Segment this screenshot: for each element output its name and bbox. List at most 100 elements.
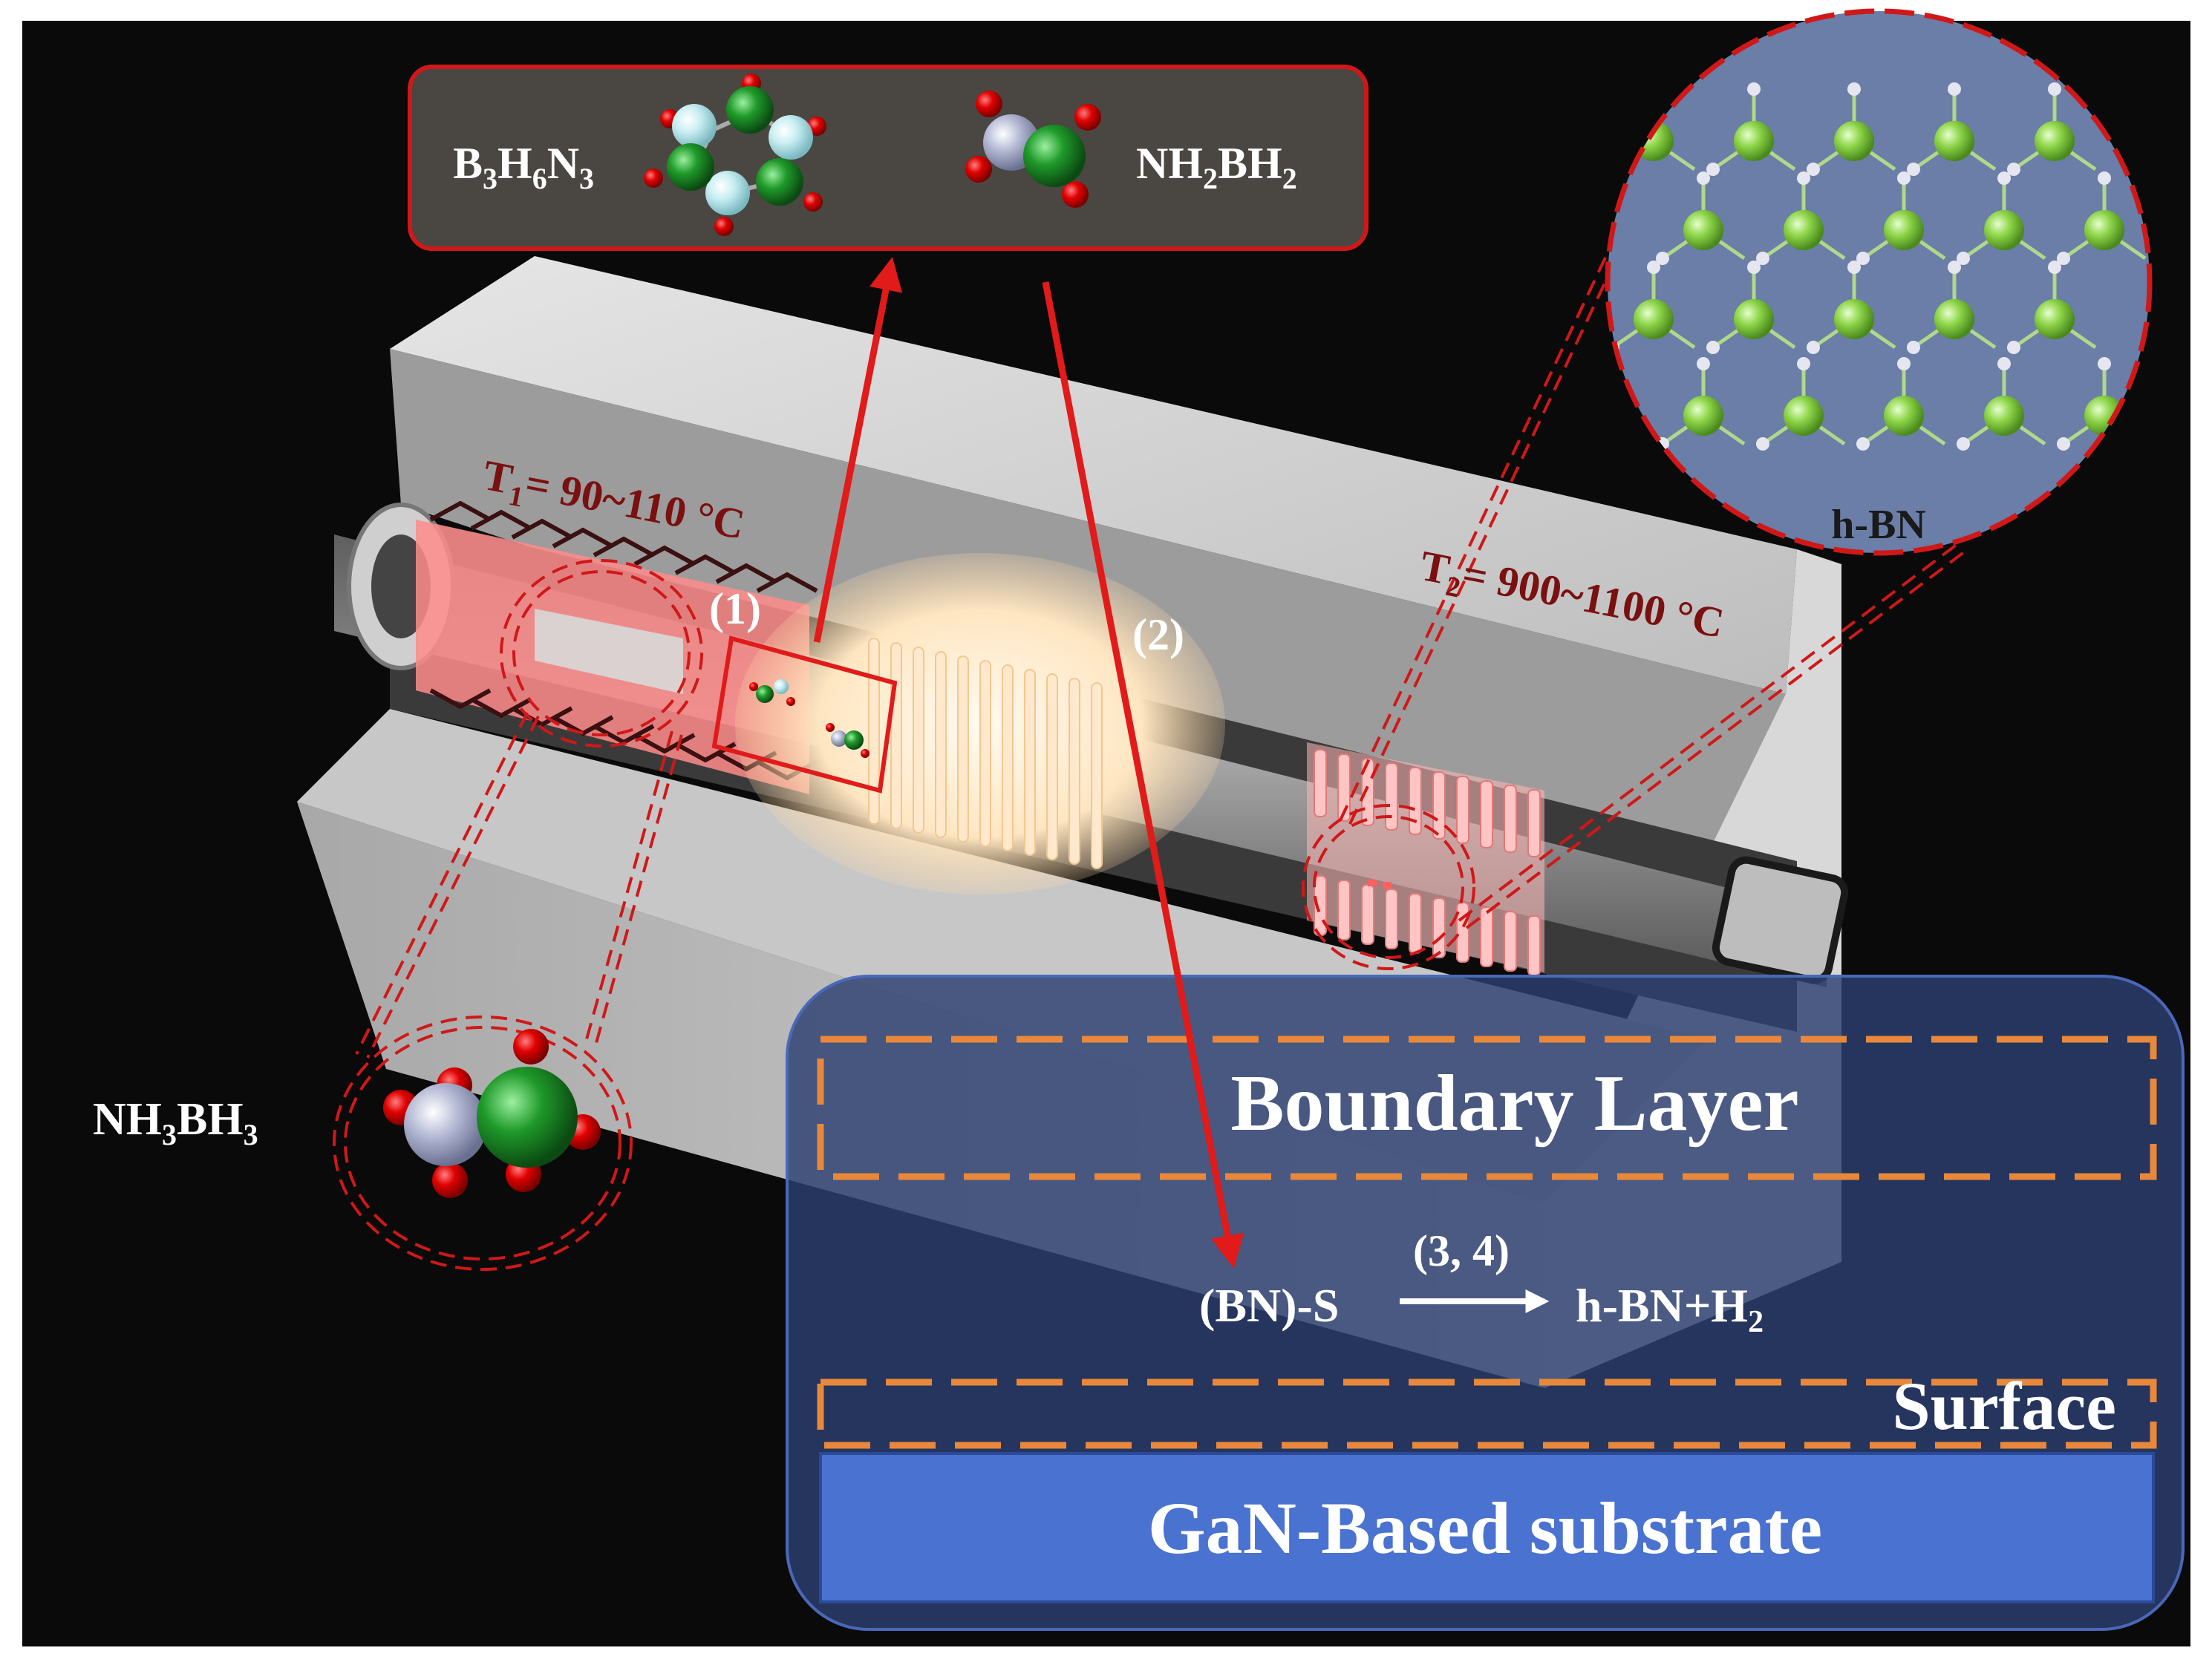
hbn-boron-atom [2084,210,2124,250]
hbn-boron-atom [1734,299,1774,339]
hbn-nitrogen-atom [2007,341,2020,354]
heater-t1-rib [470,509,532,531]
hbn-boron-atom [1834,299,1874,339]
hbn-nitrogen-atom [1697,357,1710,370]
hbn-nitrogen-atom [1656,252,1669,265]
hbn-nitrogen-atom [1997,171,2011,185]
borazine-b-2 [756,158,803,206]
heater-t1-rib [633,545,696,566]
heater-glow-rib [935,651,947,838]
hbn-nitrogen-atom [2098,357,2111,370]
heater-t2-rib-lower [1385,889,1398,949]
hbn-nitrogen-atom [1948,261,1961,274]
borazine-h-4 [803,192,823,212]
surface-label: Surface [1893,1368,2116,1444]
source-boat [535,609,683,694]
zoom-circle-deposition [1302,804,1475,970]
tube-inset-atom-b2 [844,730,864,750]
heater-t2-rib-upper [1480,780,1493,848]
tube-inset-box [711,635,898,794]
heater-zone-t2 [1307,742,1544,976]
heater-t2-rib-lower [1456,902,1469,963]
heater-glow-rib [890,642,902,829]
heater-t2-rib-upper [1314,749,1327,817]
heater-t2-ribs [1314,749,1541,976]
hbn-nitrogen-atom [1807,163,1820,176]
tube-inset-atom-h4 [861,749,870,758]
borazine-h-6 [644,169,663,188]
heater-t2-rib-lower [1480,906,1493,967]
ab-n [404,1083,487,1166]
heater-t1-rib [756,572,818,593]
aminoborane-molecule [965,91,1101,208]
heater-glow-rib [1091,682,1103,869]
hbn-nitrogen-atom [1706,163,1720,176]
hbn-nitrogen-atom [1897,171,1911,185]
callout-box [408,65,1368,251]
hbn-nitrogen-atom [1957,252,1970,265]
connector-source-precursor-2 [366,716,540,1059]
hbn-nitrogen-atom [1948,82,1961,96]
heater-t1-rib [674,554,737,575]
hbn-nitrogen-atom [2057,437,2070,451]
connector-deposition-hbn-1 [1339,244,1613,821]
hbn-nitrogen-atom [2057,252,2070,265]
heater-glow-rib [1046,673,1058,860]
hbn-boron-atom [1683,396,1723,436]
gas-species-callout: B3H6N3 [408,65,1368,251]
tube-end-cap-right [1712,856,1849,984]
heater-t2-rib-lower [1432,897,1446,958]
hbn-boron-atom [1784,210,1824,250]
borazine-n-2 [769,115,813,160]
hbn-boron-atom [1984,210,2024,250]
tube-molecule-inset [711,635,898,794]
heater-t1-rib-lower [633,733,696,754]
ammonia-borane-molecule [383,1029,601,1198]
deposition-spot-2 [1383,882,1392,889]
hbn-boron-atom [1984,396,2024,436]
b3h6n3-formula: B3H6N3 [453,139,594,195]
tube-inset-atom-h3 [826,723,835,732]
hbn-lattice-view: h-BN [1605,8,2153,556]
nh2bh2-formula: NH2BH2 [1136,139,1297,195]
hbn-nitrogen-atom [1797,171,1810,185]
aminoborane-h-1 [976,91,1002,117]
hbn-nitrogen-atom [2048,82,2061,96]
deposition-spot-1 [1368,880,1377,886]
reaction-right-text: h-BN+H2 [1576,1279,1764,1339]
tube-inset-atom-b [756,685,774,703]
heater-glow-rib [868,638,880,825]
heater-glow-rib [913,647,924,834]
aminoborane-h-2 [965,156,992,183]
nh3bh3-formula: NH3BH3 [93,1094,258,1151]
heater-t1-rib-lower [429,688,492,710]
hbn-boron-atom [1683,210,1723,250]
heater-t2-rib-upper [1527,789,1541,857]
hbn-nitrogen-atom [1647,261,1660,274]
heater-t2-rib-upper [1432,771,1446,840]
hbn-nitrogen-atom [1697,171,1710,185]
ab-b [477,1067,578,1168]
hbn-nitrogen-atom [1856,252,1870,265]
aminoborane-h-3 [1074,104,1101,131]
tube-inset-atom-n2 [831,730,847,747]
reaction-left-text: (BN)-S [1199,1279,1339,1332]
heater-t2-rib-upper [1385,762,1398,831]
heater-t1-rib-lower [470,697,532,719]
heater-glow-rib [957,655,969,843]
heater-t1-rib [552,527,614,549]
hbn-nitrogen-atom [1747,82,1761,96]
hbn-nitrogen-atom [1847,261,1861,274]
heater-t2-rib-lower [1527,915,1541,976]
heater-t1-rib [511,518,573,540]
reaction-step-label: (3, 4) [1413,1226,1510,1275]
heater-glow-rib [1002,664,1014,851]
hbn-nitrogen-atom [1756,437,1769,451]
hbn-boron-atom [2035,121,2075,161]
zoom-circle-source [500,559,703,748]
zoom-circle-precursor [333,1015,633,1271]
ab-h-4 [513,1029,549,1064]
surface-box [817,1378,2157,1449]
hbn-nitrogen-atom [1907,341,1920,354]
